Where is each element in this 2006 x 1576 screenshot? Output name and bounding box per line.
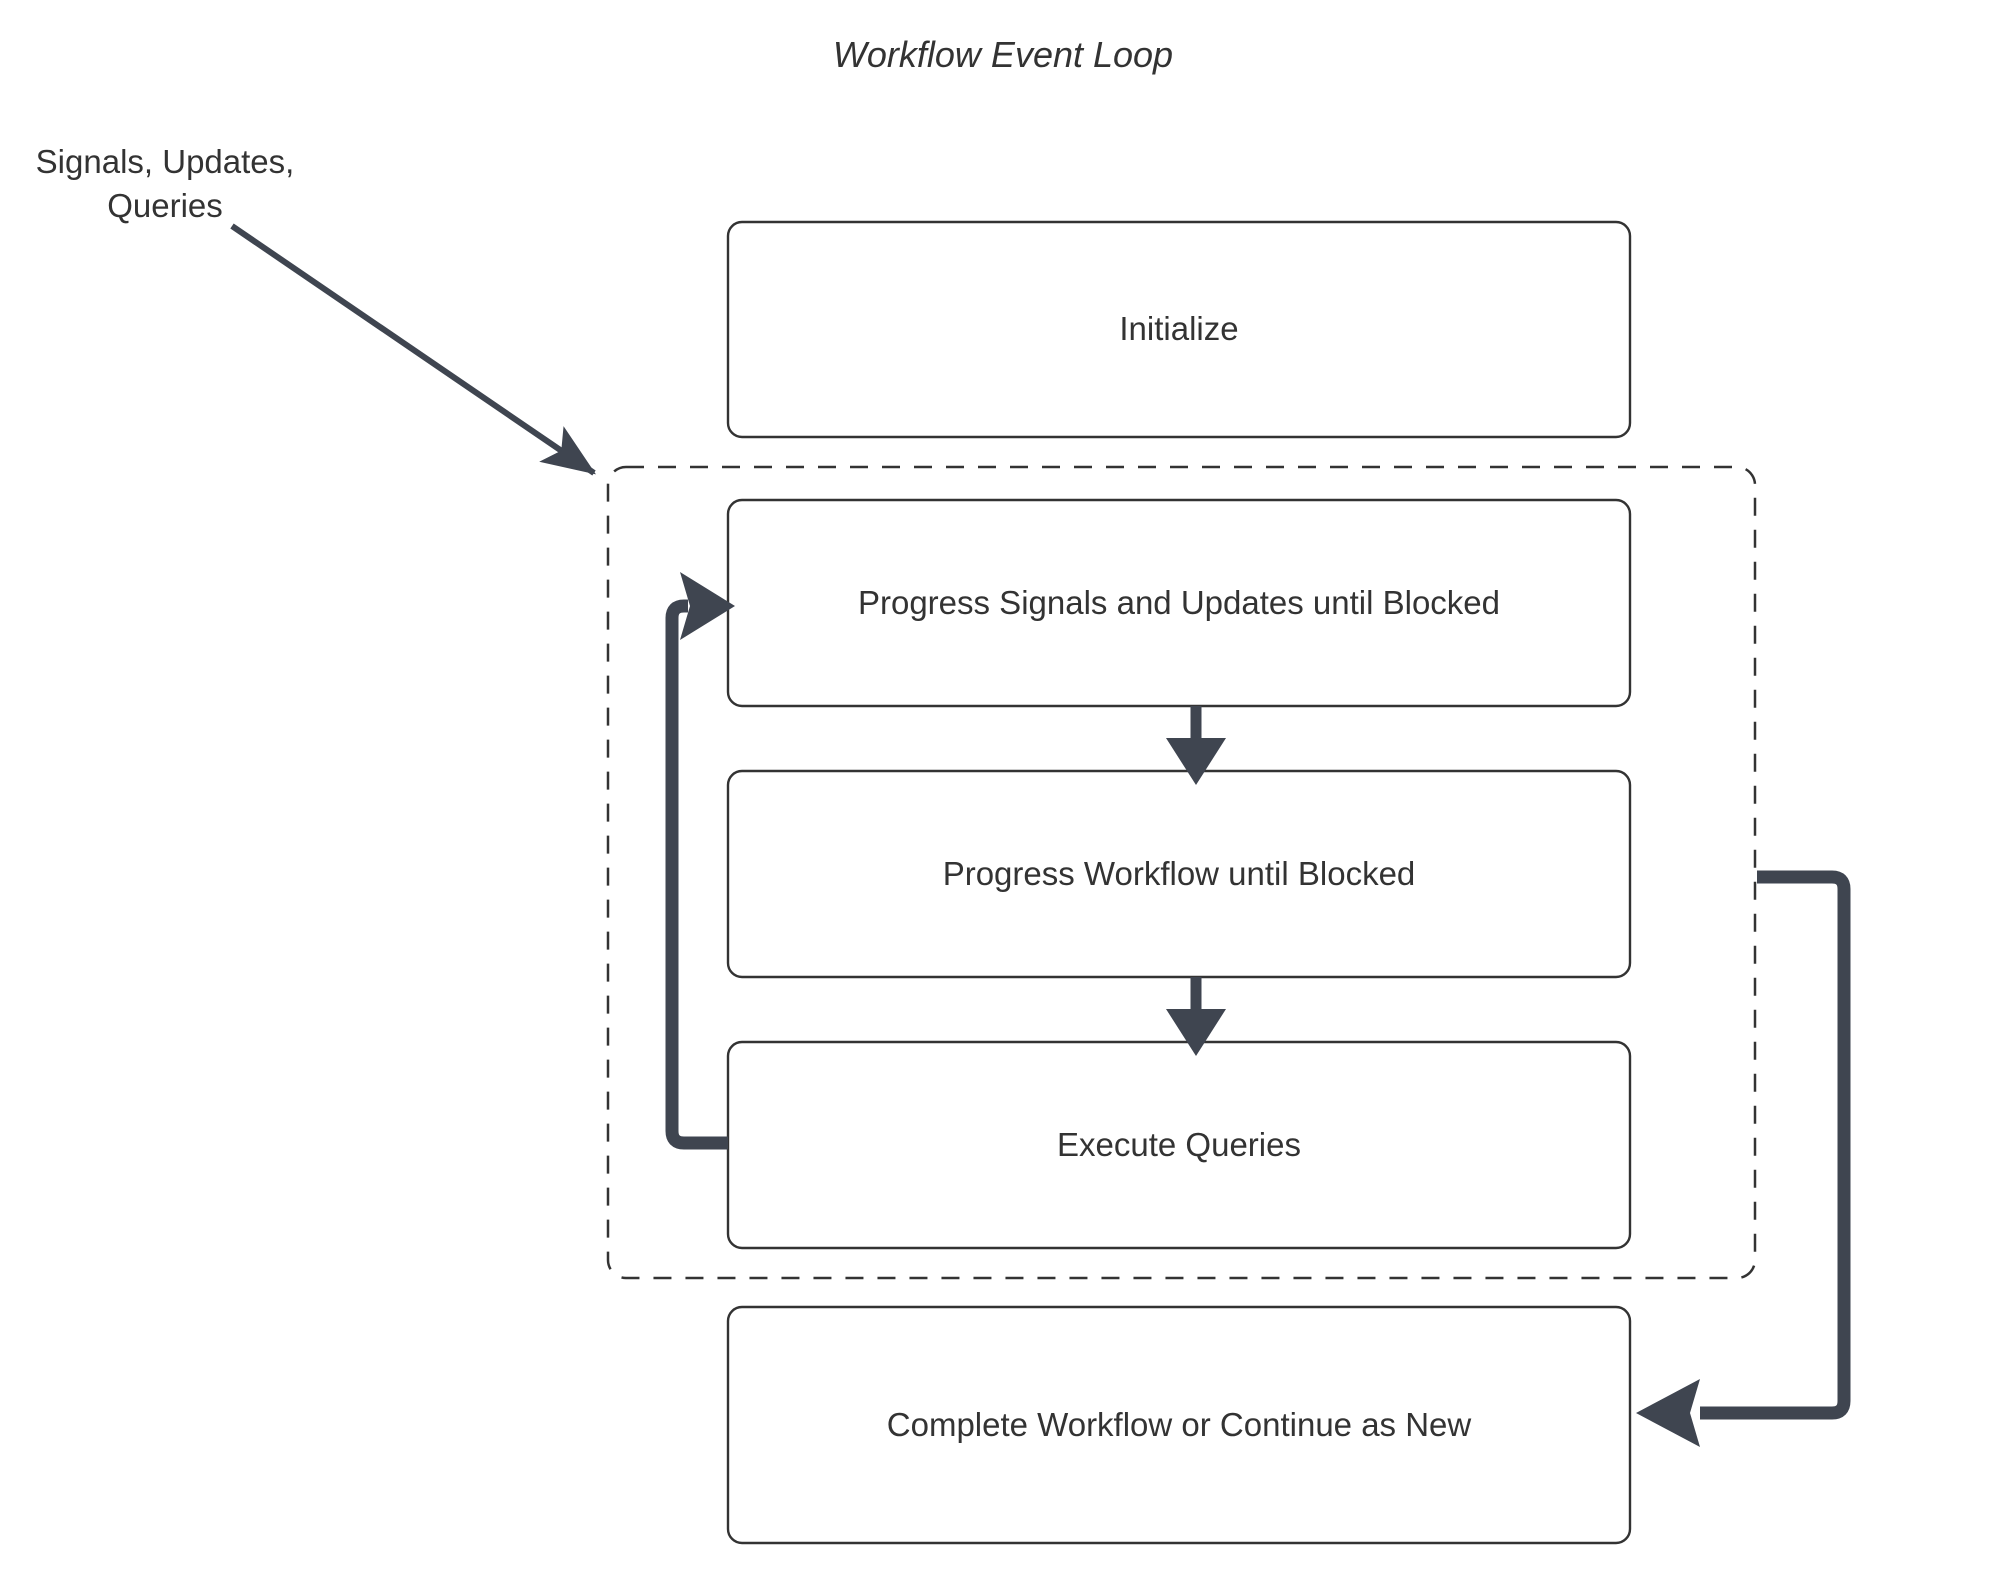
edge-label-line-2: Queries [107,186,223,224]
node-initialize[interactable] [726,220,1632,439]
node-complete-workflow[interactable] [726,1305,1632,1545]
node-progress-signals-updates[interactable] [726,498,1632,708]
event-loop-boundary [606,465,1757,1280]
edge-label-line-1: Signals, Updates, [35,143,295,180]
page-title: Workflow Event Loop [832,34,1174,75]
edge-progress-signals-to-progress-workflow [1166,706,1226,785]
node-execute-queries[interactable] [726,1040,1632,1250]
edge-execute-queries-loop-back [665,572,735,1150]
node-progress-workflow[interactable] [726,769,1632,979]
edge-progress-workflow-to-execute-queries [1166,977,1226,1056]
edge-loop-to-complete-workflow [1636,870,1851,1447]
edge-label-signals-updates-queries: Signals, Updates, Queries [20,140,310,227]
edge-external-input-to-loop [230,223,596,476]
